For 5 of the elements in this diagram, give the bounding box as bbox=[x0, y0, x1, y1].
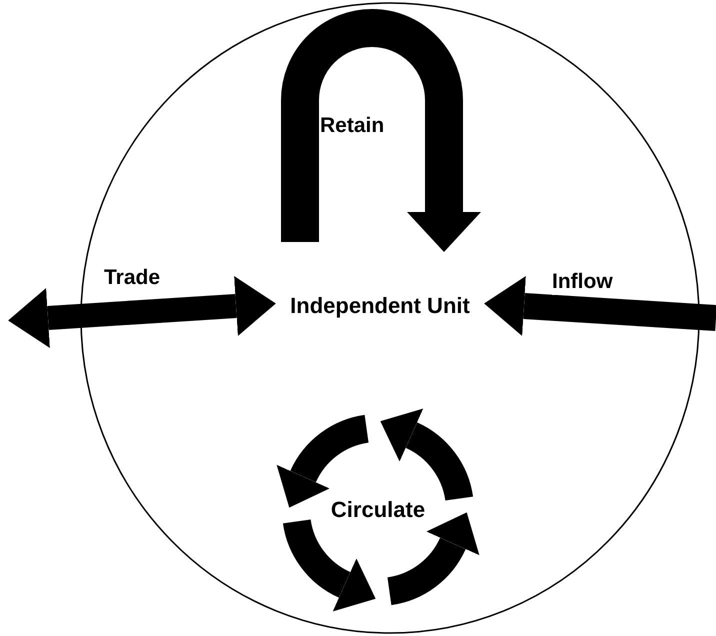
u-turn-arrow bbox=[281, 9, 481, 252]
double-arrow bbox=[8, 276, 276, 348]
node-label: Circulate bbox=[330, 496, 426, 524]
node-label: Independent Unit bbox=[290, 292, 470, 320]
arrow bbox=[484, 276, 716, 336]
